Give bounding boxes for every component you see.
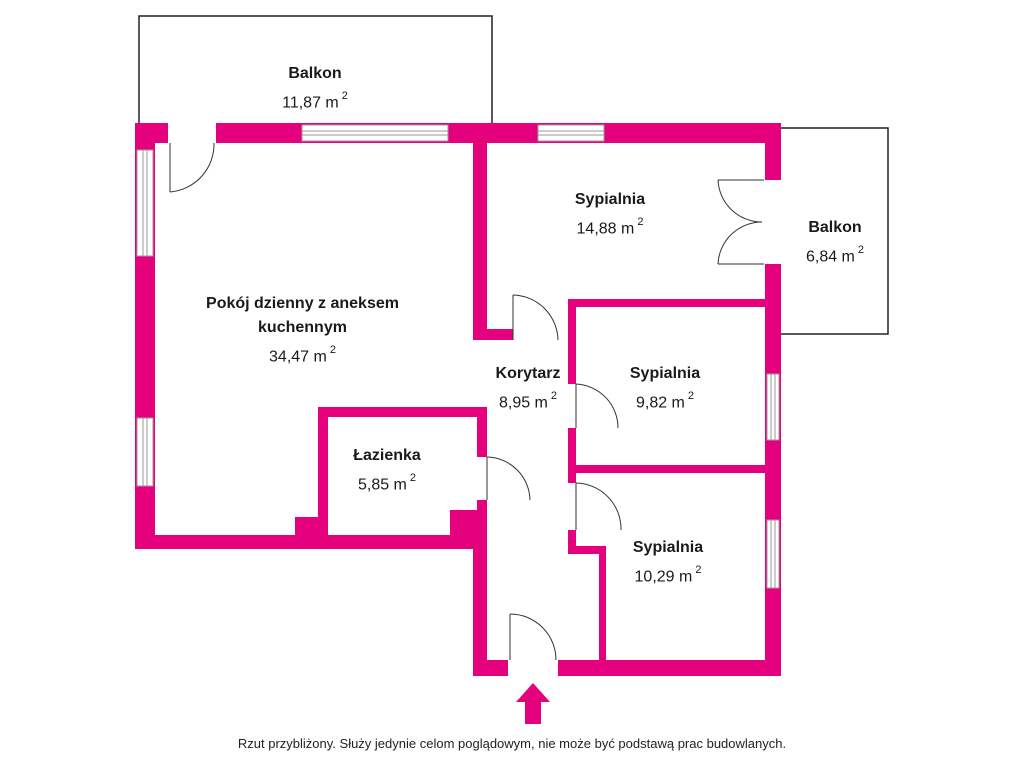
wall-bottom-left: [135, 535, 487, 549]
window-right-1: [766, 373, 780, 441]
wall-bathroom-right-top: [477, 407, 487, 457]
wall-corridor-right-1: [568, 299, 576, 384]
wall-bathroom-left: [318, 407, 328, 542]
room-name: Balkon: [808, 219, 862, 236]
wall-bathroom-top: [318, 407, 487, 417]
door-gaps: [168, 122, 782, 677]
balcony-right-outline: [780, 127, 889, 335]
wall-corridor-left-bottom: [473, 535, 487, 676]
window-right-2: [766, 519, 780, 589]
doors: [169, 142, 764, 661]
entrance-arrow-icon: [516, 683, 550, 724]
wall-living-bedroom: [473, 135, 487, 340]
balcony-outlines: [138, 15, 889, 335]
wall-corridor-right-3: [568, 530, 576, 554]
wall-bedroom2-bottom: [568, 465, 773, 473]
gap-balcony-door: [168, 122, 216, 144]
wall-bedroom1-bottom: [568, 299, 773, 307]
window-left-1: [136, 149, 154, 257]
room-name: Balkon: [288, 65, 342, 82]
wall-corridor-stub: [568, 546, 606, 554]
gap-entrance: [508, 659, 558, 677]
room-label-living: Pokój dzienny z aneksem kuchennym 34,47 …: [195, 292, 410, 369]
gap-balcony-right-door: [764, 180, 782, 264]
wall-top: [135, 123, 781, 143]
window-top-1: [301, 124, 449, 142]
balcony-top-outline: [138, 15, 493, 126]
disclaimer-text: Rzut przybliżony. Służy jedynie celom po…: [237, 736, 787, 751]
wall-pillar-1: [295, 517, 325, 539]
room-name: Korytarz: [495, 365, 561, 382]
window-top-2: [537, 124, 605, 142]
windows: [136, 124, 780, 589]
wall-bathroom-right-bottom: [477, 500, 487, 542]
window-left-2: [136, 417, 154, 487]
wall-corridor-right-2: [568, 428, 576, 483]
wall-bedroom3-left: [599, 546, 606, 666]
wall-stub-1: [473, 329, 513, 340]
room-name: Sypialnia: [629, 365, 701, 382]
room-name: Sypialnia: [574, 191, 646, 208]
wall-pillar-2: [450, 510, 480, 540]
room-name: Sypialnia: [632, 539, 704, 556]
room-name: Pokój dzienny z aneksem kuchennym: [206, 295, 399, 336]
room-name: Łazienka: [353, 447, 421, 464]
